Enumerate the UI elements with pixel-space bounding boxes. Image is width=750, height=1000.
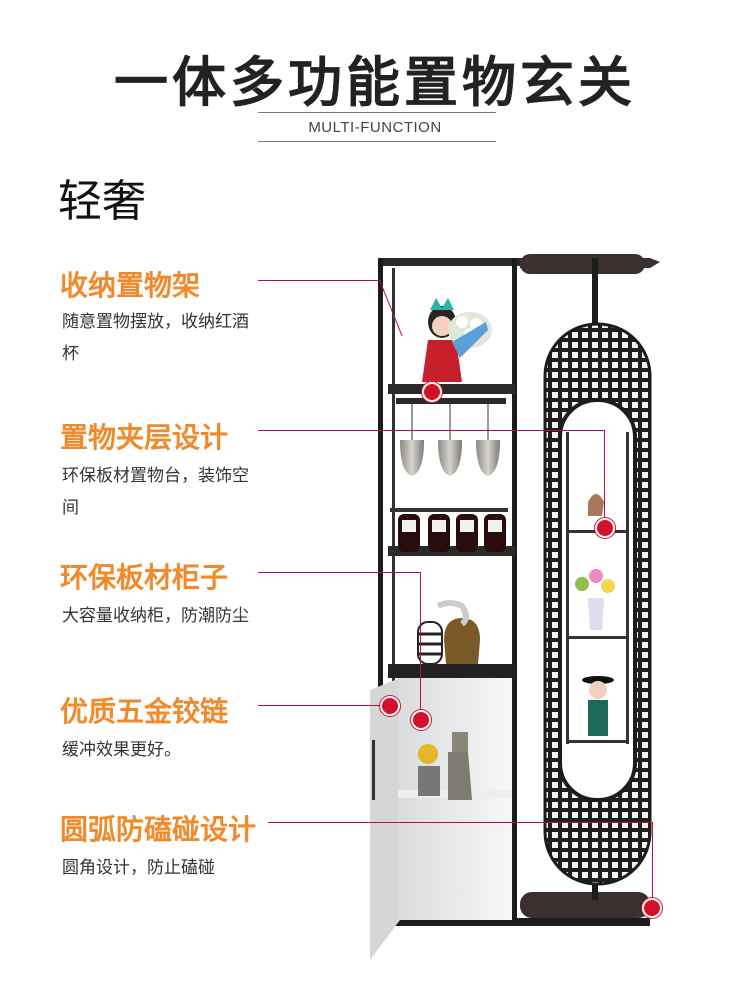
title-rule-top: [258, 112, 496, 113]
wine-glasses: [396, 398, 506, 476]
feature-title-interlayer: 置物夹层设计: [60, 421, 229, 454]
girl-figurine: [422, 298, 492, 382]
wine-bottles: [390, 508, 508, 552]
feature-title-storage-rack: 收纳置物架: [60, 269, 201, 302]
feature-desc-storage-rack: 随意置物摆放，收纳红酒杯: [62, 312, 249, 364]
feature-desc-hinge: 缓冲效果更好。: [62, 740, 181, 760]
leader-line-2: [258, 430, 604, 431]
feature-desc-interlayer: 环保板材置物台，装饰空间: [62, 466, 249, 518]
cabinet-frame: [370, 254, 660, 926]
feature-title-cabinet: 环保板材柜子: [60, 561, 229, 594]
brand-logo: 轻奢: [58, 176, 146, 227]
leader-line-2-vert: [604, 430, 605, 522]
page-subtitle: MULTI-FUNCTION: [308, 119, 442, 136]
leader-line-1: [258, 280, 380, 281]
leader-line-4: [258, 705, 382, 706]
cabinet-doors: [370, 678, 512, 960]
callout-dot-2: [595, 518, 615, 538]
leader-line-5-vert: [652, 822, 653, 902]
title-rule-bottom: [258, 141, 496, 142]
feature-title-rounded-edge: 圆弧防磕碰设计: [60, 813, 257, 846]
leader-line-3: [258, 572, 420, 573]
callout-dot-5: [642, 898, 662, 918]
page-title: 一体多功能置物玄关: [114, 51, 636, 114]
feature-desc-rounded-edge: 圆角设计，防止磕碰: [62, 858, 215, 878]
feature-desc-cabinet: 大容量收纳柜，防潮防尘: [62, 606, 249, 626]
leader-line-3-vert: [420, 572, 421, 714]
decor-vases: [417, 600, 480, 800]
feature-title-hinge: 优质五金铰链: [60, 695, 229, 728]
callout-dot-3: [411, 710, 431, 730]
leader-line-5: [268, 822, 652, 823]
callout-dot-4: [380, 696, 400, 716]
oval-screen: [543, 258, 652, 900]
callout-dot-1: [422, 382, 442, 402]
